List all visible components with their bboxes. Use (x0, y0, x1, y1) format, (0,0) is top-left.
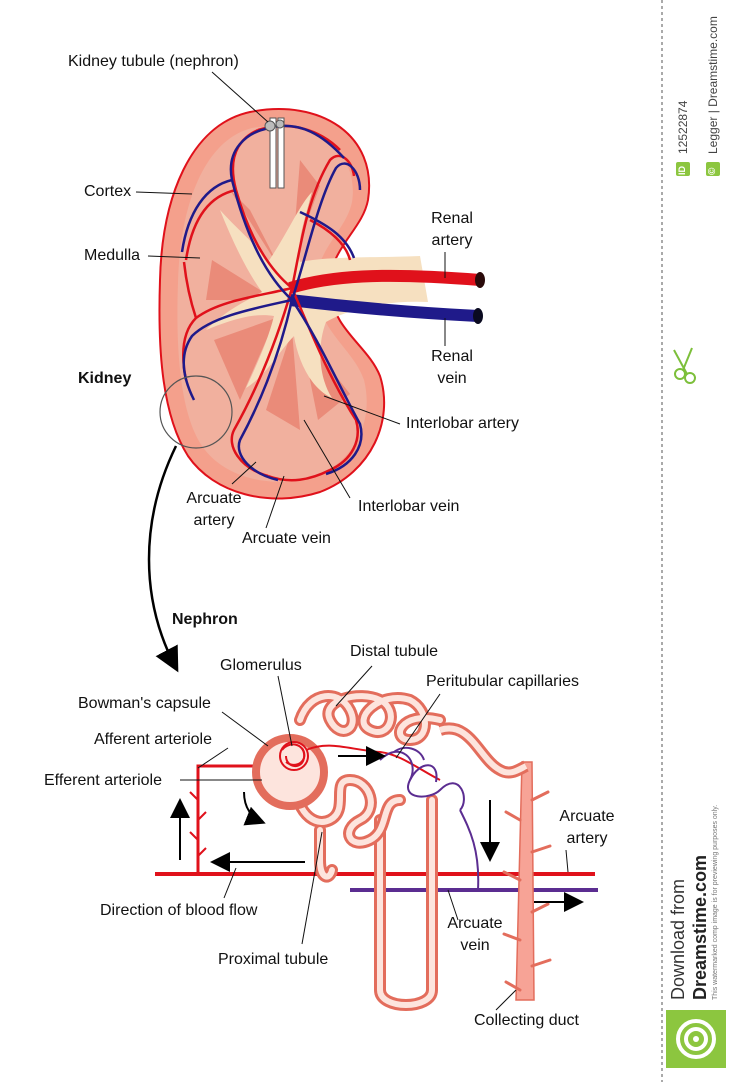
label-peritubular-capillaries: Peritubular capillaries (426, 673, 579, 690)
download-line-1: Download from (668, 878, 688, 1000)
spiral-icon (676, 1019, 716, 1059)
label-medulla: Medulla (84, 247, 141, 264)
peritubular-capillaries (379, 746, 480, 891)
label-arcuate-artery-1: Arcuate (186, 490, 242, 507)
label-glomerulus: Glomerulus (220, 657, 302, 674)
id-badge: ID (676, 162, 690, 176)
id-number: 12522874 (676, 100, 690, 154)
renal-vein (289, 294, 479, 322)
label-arcuate-vein-nephron-2: vein (460, 937, 490, 954)
label-arcuate-artery-nephron-1: Arcuate (559, 808, 615, 825)
label-arcuate-vein-kidney: Arcuate vein (242, 530, 331, 547)
label-kidney-tubule: Kidney tubule (nephron) (68, 53, 239, 70)
label-arcuate-artery-2: artery (193, 512, 235, 529)
afferent-arteriole (196, 764, 270, 874)
label-bowmans-capsule: Bowman's capsule (78, 695, 211, 712)
label-renal-vein-1: Renal (431, 348, 473, 365)
magnify-circle (159, 375, 233, 449)
kidney-tubule-icon (264, 117, 285, 189)
kidney-title: Kidney (78, 370, 132, 387)
loop-of-henle (374, 794, 438, 1011)
scissors-icon (673, 347, 696, 384)
dreamstime-logo (666, 1010, 726, 1068)
kidney-leaders (135, 71, 446, 529)
label-interlobar-vein: Interlobar vein (358, 498, 460, 515)
label-cortex: Cortex (84, 183, 132, 200)
zoom-arrow (147, 445, 179, 673)
kidney-illustration (158, 108, 485, 500)
label-arcuate-vein-nephron-1: Arcuate (447, 915, 503, 932)
flow-arrows (170, 746, 584, 912)
preview-notice: This watermarked comp image is for previ… (712, 804, 719, 1000)
glomerulus (279, 741, 309, 771)
label-proximal-tubule: Proximal tubule (218, 951, 329, 968)
label-interlobar-artery: Interlobar artery (406, 415, 519, 432)
label-renal-artery-1: Renal (431, 210, 473, 227)
label-efferent-arteriole: Efferent arteriole (44, 772, 162, 789)
label-distal-tubule: Distal tubule (350, 643, 439, 660)
nephron-illustration (155, 690, 598, 1011)
renal-pelvis (206, 192, 428, 398)
photo-credit: Legger | Dreamstime.com (706, 16, 720, 154)
label-afferent-arteriole: Afferent arteriole (94, 731, 212, 748)
id-badge-text: ID (677, 166, 687, 175)
label-collecting-duct: Collecting duct (474, 1012, 579, 1029)
label-arcuate-artery-nephron-2: artery (566, 830, 608, 847)
label-direction-blood-flow: Direction of blood flow (100, 902, 258, 919)
nephron-title: Nephron (172, 611, 238, 628)
nephron-leaders (180, 665, 569, 1011)
label-renal-artery-2: artery (431, 232, 473, 249)
label-renal-vein-2: vein (437, 370, 467, 387)
download-line-2: Dreamstime.com (690, 854, 710, 1000)
copyright-symbol: © (707, 167, 718, 175)
renal-artery (288, 269, 481, 294)
copyright-badge: © (706, 162, 720, 176)
